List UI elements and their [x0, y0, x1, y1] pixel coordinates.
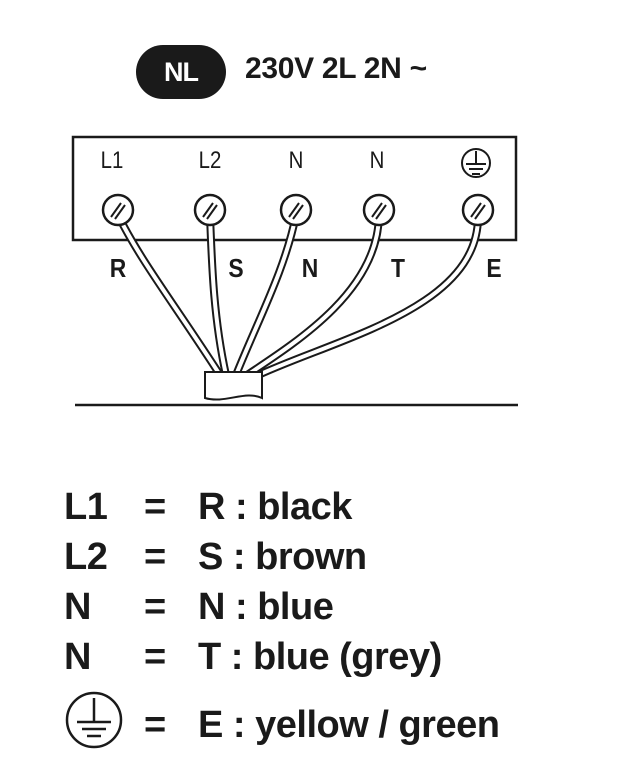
legend-description: E : yellow / green [198, 704, 500, 746]
wire-label-s: S [228, 253, 244, 283]
legend-row: N = T : blue (grey) [64, 636, 604, 684]
legend-code: N [64, 636, 91, 678]
ground-icon [461, 148, 491, 178]
legend-description: S : brown [198, 536, 367, 578]
terminal-screw [362, 193, 396, 227]
wiring-diagram: L1 L2 N N R S N T E [0, 120, 622, 420]
voltage-rating: 230V 2L 2N ~ [245, 52, 427, 85]
legend-equals: = [144, 486, 166, 528]
terminal-block-box [71, 135, 518, 242]
legend-description: T : blue (grey) [198, 636, 442, 678]
terminal-screws [101, 193, 495, 227]
wire-label-e: E [486, 253, 502, 283]
terminal-screw [279, 193, 313, 227]
legend-code: L1 [64, 486, 108, 528]
terminal-label-l2: L2 [198, 147, 222, 174]
terminal-label-n2: N [369, 147, 385, 174]
wire-label-r: R [109, 253, 127, 283]
terminal-screw [193, 193, 227, 227]
legend-equals: = [144, 536, 166, 578]
legend-description: N : blue [198, 586, 334, 628]
legend-row: L1 = R : black [64, 486, 604, 534]
wiring-drawing [71, 135, 518, 407]
legend-equals: = [144, 636, 166, 678]
legend-code: L2 [64, 536, 108, 578]
legend-description: R : black [198, 486, 352, 528]
wire-bundle [114, 211, 483, 382]
wire-label-t: T [391, 253, 405, 283]
terminal-screw [461, 193, 495, 227]
legend-row: = E : yellow / green [64, 691, 604, 752]
header: NL 230V 2L 2N ~ [0, 0, 622, 120]
legend-equals: = [144, 704, 166, 746]
country-badge: NL [136, 45, 226, 99]
legend-equals: = [144, 586, 166, 628]
wire-label-n: N [301, 253, 319, 283]
cable-sleeve [204, 371, 263, 401]
terminal-screw [101, 193, 135, 227]
ground-icon [65, 691, 123, 749]
terminal-label-l1: L1 [100, 147, 124, 174]
legend-row: N = N : blue [64, 586, 604, 634]
terminal-label-n1: N [288, 147, 304, 174]
legend-code: N [64, 586, 91, 628]
color-legend: L1 = R : black L2 = S : brown N = N : bl… [0, 470, 622, 770]
legend-row: L2 = S : brown [64, 536, 604, 584]
